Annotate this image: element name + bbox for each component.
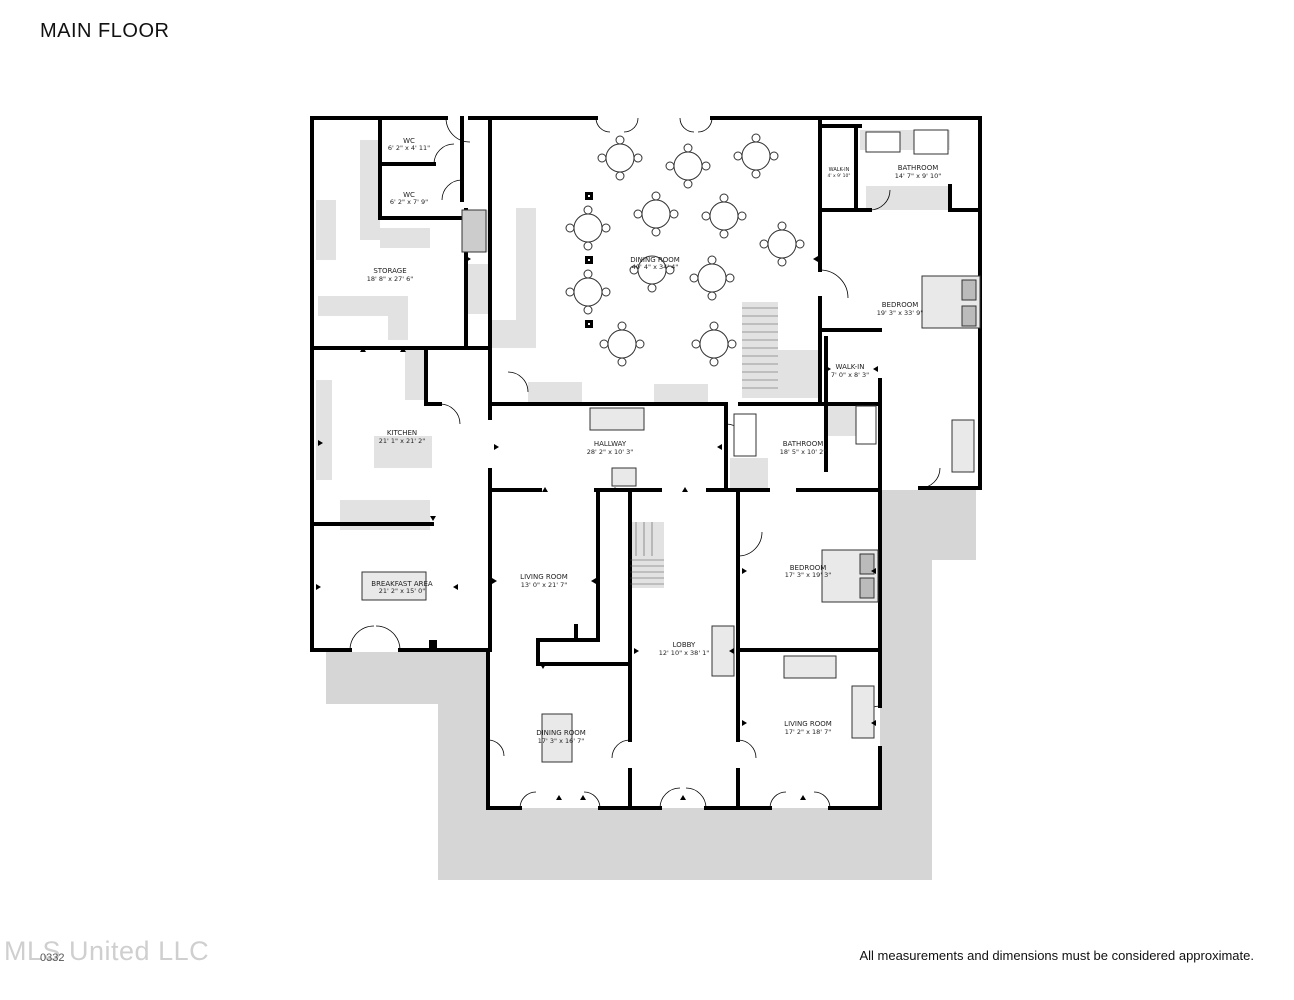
room-walkin-top-dim: 4' x 9' 10": [828, 173, 851, 179]
room-dining-small-name: DINING ROOM: [536, 729, 586, 737]
table-set: [691, 321, 737, 367]
room-dining-main-dim: 40' 4" x 34' 4": [632, 263, 678, 271]
doors: [349, 117, 941, 809]
room-wc1-dim: 6' 2" x 4' 11": [388, 144, 430, 152]
room-living-left-name: LIVING ROOM: [520, 573, 568, 581]
table-set: [689, 255, 735, 301]
room-bedroom-right-name: BEDROOM: [790, 564, 827, 572]
room-kitchen-name: KITCHEN: [387, 429, 417, 437]
arrows: [316, 256, 878, 800]
disclaimer: All measurements and dimensions must be …: [859, 948, 1254, 963]
room-living-right-name: LIVING ROOM: [784, 720, 832, 728]
furniture: [361, 129, 981, 763]
room-storage-name: STORAGE: [373, 267, 406, 275]
room-bathroom-top-name: BATHROOM: [898, 164, 939, 172]
room-hallway-name: HALLWAY: [594, 440, 627, 448]
table-set: [665, 143, 711, 189]
watermark: MLS United LLC: [4, 936, 210, 966]
table-set: [565, 205, 611, 251]
table-set: [759, 221, 805, 267]
table-set: [633, 191, 679, 237]
room-breakfast-dim: 21' 2" x 15' 0": [379, 587, 425, 595]
table-set: [597, 135, 643, 181]
room-bathroom-top-dim: 14' 7" x 9' 10": [895, 172, 941, 180]
room-labels: WC 6' 2" x 4' 11" WC 6' 2" x 7' 9" STORA…: [367, 137, 941, 745]
room-lobby-name: LOBBY: [673, 641, 696, 649]
room-bathroom-mid-dim: 18' 5" x 10' 2": [780, 448, 826, 456]
room-hallway-dim: 28' 2" x 10' 3": [587, 448, 633, 456]
walls: [310, 116, 982, 810]
room-wc1-name: WC: [403, 137, 415, 145]
watermark-id: 0332: [40, 952, 65, 964]
patio-areas: [326, 490, 976, 880]
room-bedroom-top-name: BEDROOM: [882, 301, 919, 309]
room-living-right-dim: 17' 2" x 18' 7": [785, 728, 831, 736]
room-bedroom-top-dim: 19' 3" x 33' 9": [877, 309, 923, 317]
table-set: [565, 269, 611, 315]
room-dining-main-name: DINING ROOM: [630, 256, 680, 264]
page-title: MAIN FLOOR: [40, 20, 170, 42]
table-set: [733, 133, 779, 179]
room-walkin-top-name: WALK-IN: [829, 167, 850, 173]
table-set: [599, 321, 645, 367]
columns: [429, 192, 593, 648]
dining-tables: [565, 133, 805, 367]
room-breakfast-name: BREAKFAST AREA: [371, 580, 433, 588]
room-lobby-dim: 12' 10" x 38' 1": [659, 649, 710, 657]
room-living-left-dim: 13' 0" x 21' 7": [521, 581, 567, 589]
room-wc2-dim: 6' 2" x 7' 9": [390, 198, 428, 206]
room-bedroom-right-dim: 17' 3" x 19' 3": [785, 571, 831, 579]
room-storage-dim: 18' 8" x 27' 6": [367, 275, 413, 283]
room-dining-small-dim: 17' 3" x 16' 7": [538, 737, 584, 745]
room-kitchen-dim: 21' 1" x 21' 2": [379, 437, 425, 445]
stairs: [630, 307, 778, 585]
table-set: [629, 255, 675, 293]
room-bathroom-mid-name: BATHROOM: [783, 440, 824, 448]
table-set: [701, 193, 747, 239]
room-walkin-mid-dim: 7' 0" x 8' 3": [831, 371, 869, 379]
room-wc2-name: WC: [403, 191, 415, 199]
room-walkin-mid-name: WALK-IN: [836, 363, 865, 371]
